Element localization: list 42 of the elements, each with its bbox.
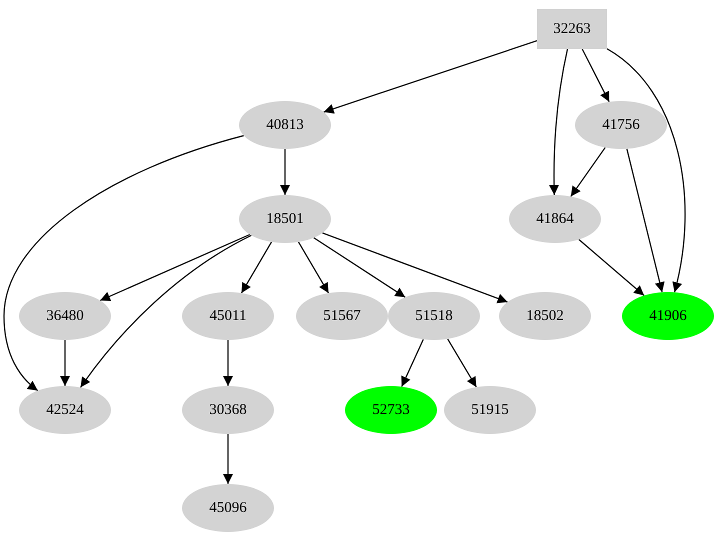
node-label: 32263 [553, 22, 591, 36]
arrow [100, 234, 250, 302]
arrow [240, 242, 272, 294]
arrow [447, 338, 477, 388]
graph-node-ellipse [239, 101, 331, 149]
graph-node-ellipse [19, 292, 111, 340]
arrow [626, 148, 665, 292]
arrow [549, 48, 568, 196]
arrow [401, 339, 424, 387]
node-label: 51567 [323, 308, 361, 324]
node-label: 45096 [209, 500, 247, 516]
arrow [80, 234, 252, 388]
arrow [280, 149, 290, 195]
arrow [324, 40, 538, 114]
arrow [606, 48, 686, 292]
arrow [570, 147, 606, 197]
node-label: 45011 [210, 308, 246, 324]
arrow [313, 237, 406, 298]
arrow [3, 135, 244, 392]
graph-node-ellipse [499, 292, 591, 340]
arrow [223, 434, 233, 484]
node-label: 41756 [602, 118, 640, 132]
graph-node-ellipse [575, 101, 667, 149]
graph-node-box [537, 9, 607, 49]
node-label: 41906 [649, 308, 687, 324]
node-label: 40813 [266, 118, 304, 132]
arrow [322, 232, 508, 304]
arrow [578, 239, 644, 296]
graph-node-ellipse [239, 195, 331, 243]
node-label: 52733 [372, 402, 410, 418]
node-label: 30368 [209, 402, 247, 418]
arrow [298, 242, 330, 294]
arrow [223, 340, 233, 386]
node-label: 51518 [415, 308, 453, 324]
node-label: 51915 [471, 402, 509, 418]
node-label: 36480 [46, 308, 84, 324]
node-label: 18502 [526, 308, 564, 324]
arrow [60, 340, 70, 386]
node-label: 42524 [46, 402, 84, 418]
arrow [582, 48, 610, 102]
node-label: 41864 [536, 212, 574, 226]
node-label: 18501 [266, 212, 304, 226]
